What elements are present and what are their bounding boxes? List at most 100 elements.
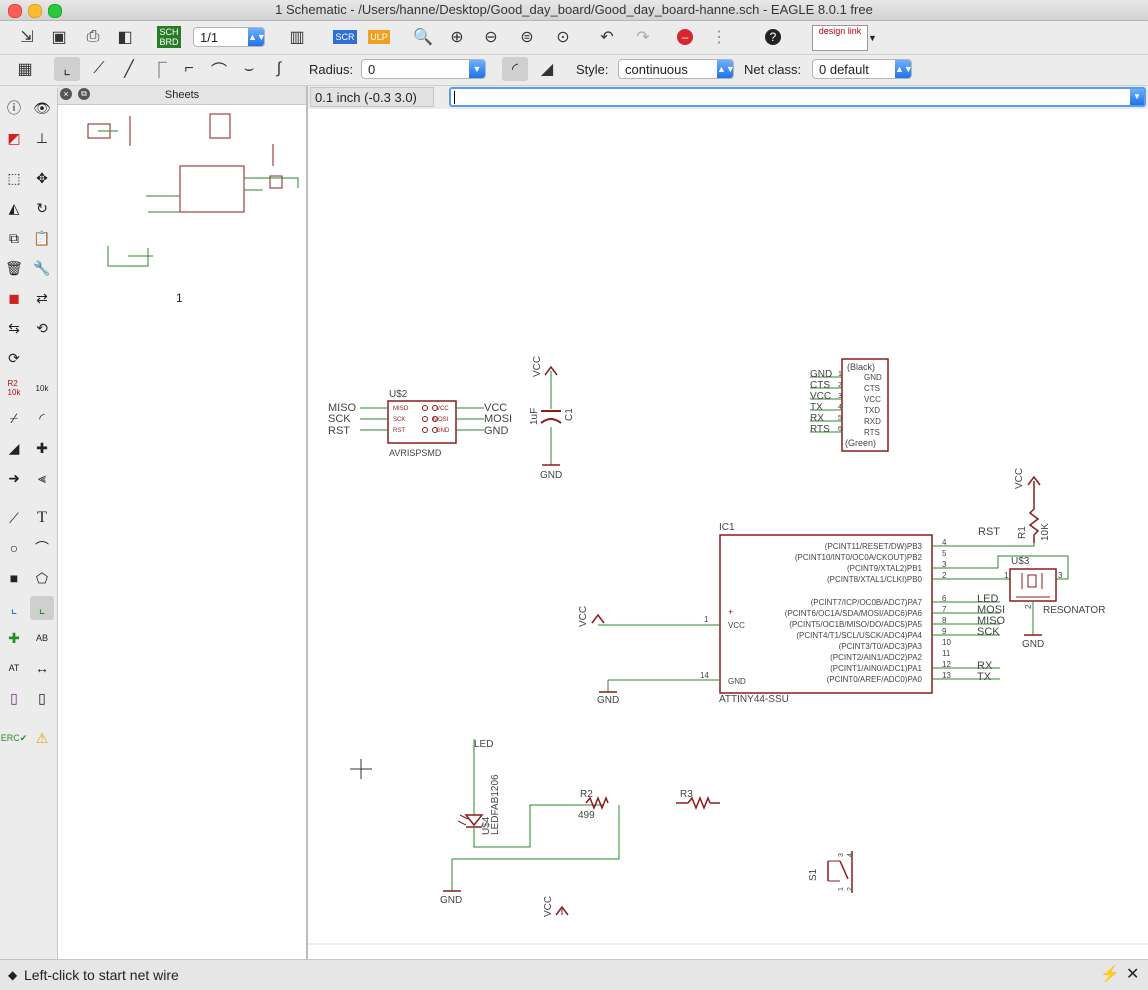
wire-bend-5-icon[interactable]: ⌒ — [210, 63, 227, 80]
warning-icon[interactable]: ⚠ — [35, 729, 49, 746]
round-wire-icon[interactable]: ◜ — [502, 57, 528, 81]
group-select-icon[interactable]: ⬚ — [7, 169, 21, 186]
route-icon[interactable]: ➜ — [8, 469, 20, 486]
move-icon[interactable]: ✥ — [36, 169, 48, 186]
split-icon[interactable]: ◢ — [8, 439, 20, 456]
smash-icon[interactable]: ⌿ — [9, 409, 19, 426]
lightning-icon[interactable]: ⚡ — [1100, 966, 1120, 983]
wire-bend-0-icon[interactable]: ⌞ — [54, 57, 80, 81]
stop-icon[interactable]: – — [672, 25, 698, 49]
dimension-icon[interactable]: ↔ — [35, 660, 49, 676]
sheet-thumbnail[interactable] — [58, 106, 306, 306]
wire-bend-3-icon[interactable]: ⎾ — [150, 63, 167, 80]
mark-icon[interactable]: ⊥ — [35, 129, 49, 146]
design-link-button[interactable]: design link — [812, 25, 868, 51]
label-icon[interactable]: AB — [35, 633, 48, 643]
part-u2[interactable]: U$2 AVRISPSMD MISO SCK RST VCC MOSI GND … — [328, 389, 512, 458]
command-line[interactable]: ▼ — [449, 87, 1146, 107]
zoom-fit-icon[interactable]: 🔍 — [413, 29, 433, 46]
help-icon[interactable]: ? — [760, 25, 786, 49]
show-icon[interactable]: 👁 — [33, 99, 51, 116]
copy-icon[interactable]: ⧉ — [9, 229, 19, 246]
part-u3[interactable]: U$3 RESONATOR 1 3 2 GND — [1004, 556, 1105, 650]
print-icon[interactable]: ⎙ — [86, 28, 100, 45]
part-ic1[interactable]: IC1 ATTINY44-SSU VCC GND 1 14 + VCC GND … — [578, 522, 1069, 706]
part-r3[interactable]: R3 — [676, 789, 720, 811]
part-r1[interactable]: VCC R1 10K — [1014, 468, 1051, 543]
optimize-icon[interactable]: ✚ — [36, 439, 48, 456]
undo-icon[interactable]: ↶ — [600, 29, 614, 46]
zoom-select-icon[interactable]: ⊙ — [556, 29, 570, 46]
arc-icon[interactable]: ⌒ — [35, 540, 49, 556]
float-panel-icon[interactable]: ⧉ — [78, 88, 90, 100]
zoom-out-icon[interactable]: ⊖ — [484, 29, 498, 46]
wire-bend-6-icon[interactable]: ⌣ — [243, 60, 255, 77]
bus-icon[interactable]: ⌞ — [10, 599, 18, 616]
grid-icon[interactable]: ▦ — [17, 61, 33, 78]
modules-icon[interactable]: ▯ — [38, 689, 46, 706]
schematic-canvas[interactable]: U$2 AVRISPSMD MISO SCK RST VCC MOSI GND … — [308, 109, 1148, 959]
sheet-select[interactable]: 1/1▲▼ — [193, 27, 266, 47]
wrench-icon[interactable]: 🔧 — [33, 259, 51, 276]
mirror-icon[interactable]: ◭ — [8, 199, 20, 216]
part-c1[interactable]: VCC C1 1uF GND — [529, 356, 575, 481]
sheet-icon[interactable]: ▥ — [289, 29, 305, 46]
c1-vcc: VCC — [532, 356, 543, 377]
net-class-select[interactable]: 0 default▲▼ — [812, 59, 913, 79]
zoom-window-button[interactable] — [48, 4, 62, 18]
minimize-window-button[interactable] — [28, 4, 42, 18]
info-icon[interactable]: ⓘ — [7, 100, 21, 116]
text-icon[interactable]: T — [37, 509, 47, 526]
invoke-icon[interactable]: ⟳ — [8, 349, 20, 366]
net-icon[interactable]: ⌞ — [30, 596, 54, 620]
part-s1[interactable]: S1 3 4 1 2 — [808, 851, 854, 893]
ulp-icon[interactable]: ULP — [368, 30, 390, 44]
replace-icon[interactable]: ⇆ — [8, 319, 20, 336]
close-window-button[interactable] — [8, 4, 22, 18]
redo-icon[interactable]: ↷ — [636, 29, 650, 46]
polygon-icon[interactable]: ⬠ — [35, 569, 49, 586]
script-icon[interactable]: SCR — [333, 30, 357, 44]
pin-swap-icon[interactable]: ⇄ — [36, 289, 48, 306]
wire-bend-7-icon[interactable]: ∫ — [276, 60, 282, 77]
gate-swap-icon[interactable]: ⟲ — [36, 319, 48, 336]
zoom-redraw-icon[interactable]: ⊜ — [520, 29, 534, 46]
part-r2[interactable]: R2 499 — [578, 789, 609, 821]
value-icon[interactable]: 10k — [35, 383, 49, 393]
wire-bend-1-icon[interactable]: ⟋ — [93, 60, 105, 77]
cam-icon[interactable]: ◧ — [117, 29, 133, 46]
add-part-icon[interactable]: ◼ — [8, 289, 20, 306]
wire-bend-4-icon[interactable]: ⌐ — [184, 60, 194, 77]
flat-wire-icon[interactable]: ◢ — [540, 61, 554, 78]
go-icon[interactable]: ⋮ — [711, 29, 727, 46]
close-panel-icon[interactable]: × — [60, 88, 72, 100]
align-icon[interactable]: ⫷ — [38, 469, 46, 486]
part-vcc-bottom[interactable]: VCC — [543, 896, 569, 917]
design-link-dropdown-icon[interactable]: ▼ — [868, 33, 877, 43]
rectangle-icon[interactable]: ■ — [9, 570, 19, 586]
display-layers-icon[interactable]: ◩ — [7, 129, 21, 146]
erc-icon[interactable]: ERC✔ — [0, 732, 28, 743]
miter-icon[interactable]: ◜ — [39, 409, 45, 426]
schematic-drawing[interactable]: U$2 AVRISPSMD MISO SCK RST VCC MOSI GND … — [308, 109, 1148, 959]
paste-icon[interactable]: 📋 — [33, 229, 51, 246]
wire-bend-2-icon[interactable]: ╱ — [124, 61, 134, 78]
frame-icon[interactable]: ▯ — [10, 689, 18, 706]
delete-icon[interactable]: 🗑 — [5, 259, 23, 276]
line-icon[interactable]: ⟋ — [9, 509, 19, 526]
rotate-icon[interactable]: ↻ — [36, 199, 48, 216]
zoom-in-icon[interactable]: ⊕ — [450, 29, 464, 46]
chevron-down-icon[interactable]: ▼ — [1130, 89, 1144, 105]
junction-icon[interactable]: ✚ — [8, 629, 20, 646]
stop-command-icon[interactable]: ✕ — [1126, 966, 1140, 983]
radius-select[interactable]: 0▼ — [361, 59, 486, 79]
open-icon[interactable]: ⇲ — [20, 29, 34, 46]
save-icon[interactable]: ▣ — [51, 29, 67, 46]
style-select[interactable]: continuous▲▼ — [618, 59, 735, 79]
part-ftdi[interactable]: (Black) (Green) GND CTS VCC TX RX RTS 1 … — [810, 358, 889, 452]
attribute-icon[interactable]: AT — [8, 663, 20, 673]
circle-icon[interactable]: ○ — [9, 540, 19, 556]
part-u4[interactable]: LED U$4 LEDFAB1206 GND — [440, 739, 620, 906]
